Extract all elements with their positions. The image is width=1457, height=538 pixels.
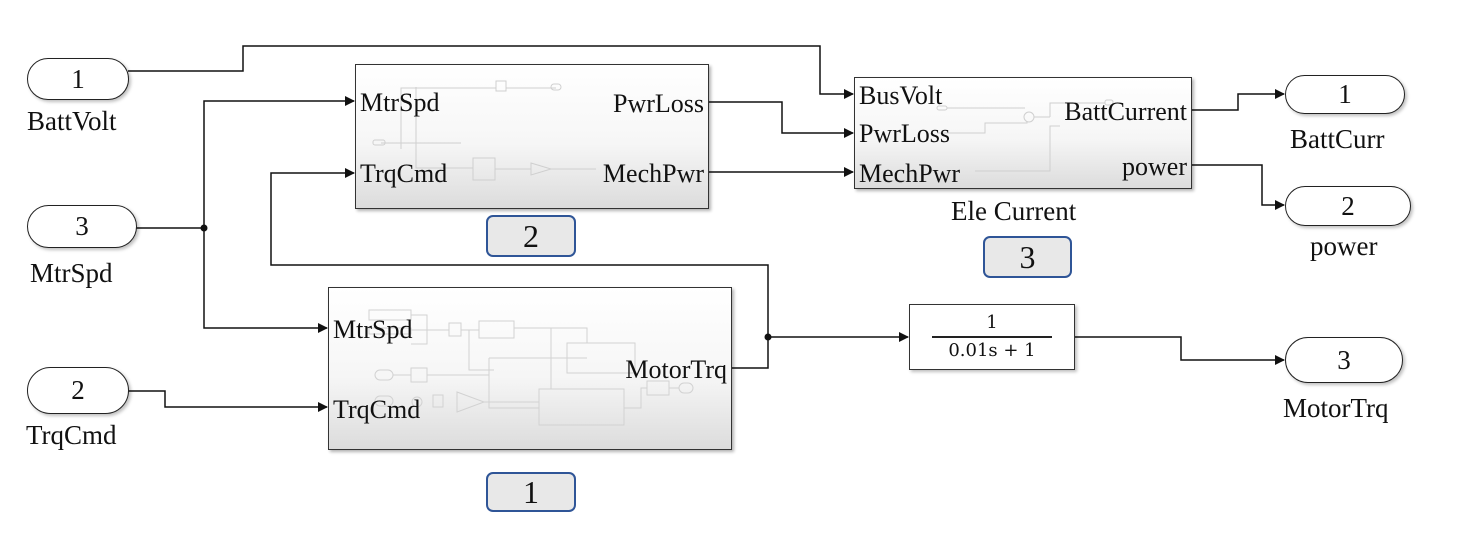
subsystem-motor-torque[interactable]: MtrSpd TrqCmd MotorTrq	[328, 287, 732, 450]
port-in-trqcmd: TrqCmd	[333, 395, 421, 424]
wire-trqcmd-to-block1	[128, 390, 328, 412]
subsystem-mech-power[interactable]: MtrSpd TrqCmd PwrLoss MechPwr	[355, 64, 709, 209]
inport-number: 2	[71, 375, 85, 405]
outport-number: 2	[1341, 190, 1355, 221]
subsystem-tag-3: 3	[983, 236, 1072, 278]
wire-battcurrent-to-outport1	[1191, 89, 1285, 111]
branch-point-motortrq	[764, 333, 772, 341]
port-in-trqcmd: TrqCmd	[360, 159, 448, 188]
wire-motortrq-branch	[731, 337, 769, 369]
port-in-busvolt: BusVolt	[859, 81, 943, 110]
wire-pwrloss	[708, 101, 854, 138]
subsystem-tag-2: 2	[486, 215, 576, 257]
wire-mtrspd-to-block1	[203, 228, 328, 333]
tf-numerator: 1	[986, 312, 998, 334]
outport-label-battcurr: BattCurr	[1290, 124, 1385, 154]
tf-denominator: 0.01s + 1	[948, 339, 1036, 361]
outport-number: 1	[1338, 79, 1352, 109]
outport-label-power: power	[1310, 231, 1378, 261]
port-out-pwrloss: PwrLoss	[612, 89, 704, 118]
port-out-power: power	[1122, 152, 1187, 181]
subsystem-name-ele-current: Ele Current	[951, 196, 1077, 226]
wire-tf-to-outport3	[1074, 336, 1285, 365]
subsystem-tag-1: 1	[486, 472, 576, 512]
outport-motortrq[interactable]: 3	[1285, 337, 1403, 383]
port-out-mechpwr: MechPwr	[602, 159, 704, 188]
outport-label-motortrq: MotorTrq	[1283, 393, 1389, 423]
inport-number: 1	[71, 63, 85, 94]
inport-mtrspd[interactable]: 3	[27, 205, 137, 248]
subsystem-ele-current[interactable]: BusVolt PwrLoss MechPwr BattCurrent powe…	[854, 77, 1192, 189]
wire-mtrspd-to-block2	[203, 96, 355, 228]
wire-power-to-outport2	[1191, 164, 1285, 210]
inport-label-mtrspd: MtrSpd	[30, 258, 113, 288]
port-out-motortrq: MotorTrq	[625, 355, 727, 384]
port-in-pwrloss: PwrLoss	[859, 119, 951, 148]
outport-power[interactable]: 2	[1285, 186, 1411, 226]
inport-battvolt[interactable]: 1	[27, 58, 129, 100]
inport-trqcmd[interactable]: 2	[27, 367, 129, 414]
subsystem-contents-preview	[372, 80, 596, 181]
inport-label-trqcmd: TrqCmd	[26, 420, 117, 450]
outport-number: 3	[1337, 344, 1351, 375]
inport-number: 3	[75, 211, 89, 241]
branch-point-mtrspd	[200, 224, 208, 232]
port-in-mechpwr: MechPwr	[859, 159, 961, 188]
wire-motortrq-feedback	[270, 168, 769, 337]
port-in-mtrspd: MtrSpd	[333, 315, 413, 344]
outport-battcurr[interactable]: 1	[1285, 75, 1405, 114]
wire-battvolt-busvolt	[128, 45, 854, 99]
tf-fraction-bar	[932, 336, 1052, 338]
transfer-function-block[interactable]: 1 0.01s + 1	[909, 304, 1075, 370]
port-out-battcurrent: BattCurrent	[1064, 97, 1187, 126]
inport-label-battvolt: BattVolt	[27, 106, 117, 136]
port-in-mtrspd: MtrSpd	[360, 88, 440, 117]
